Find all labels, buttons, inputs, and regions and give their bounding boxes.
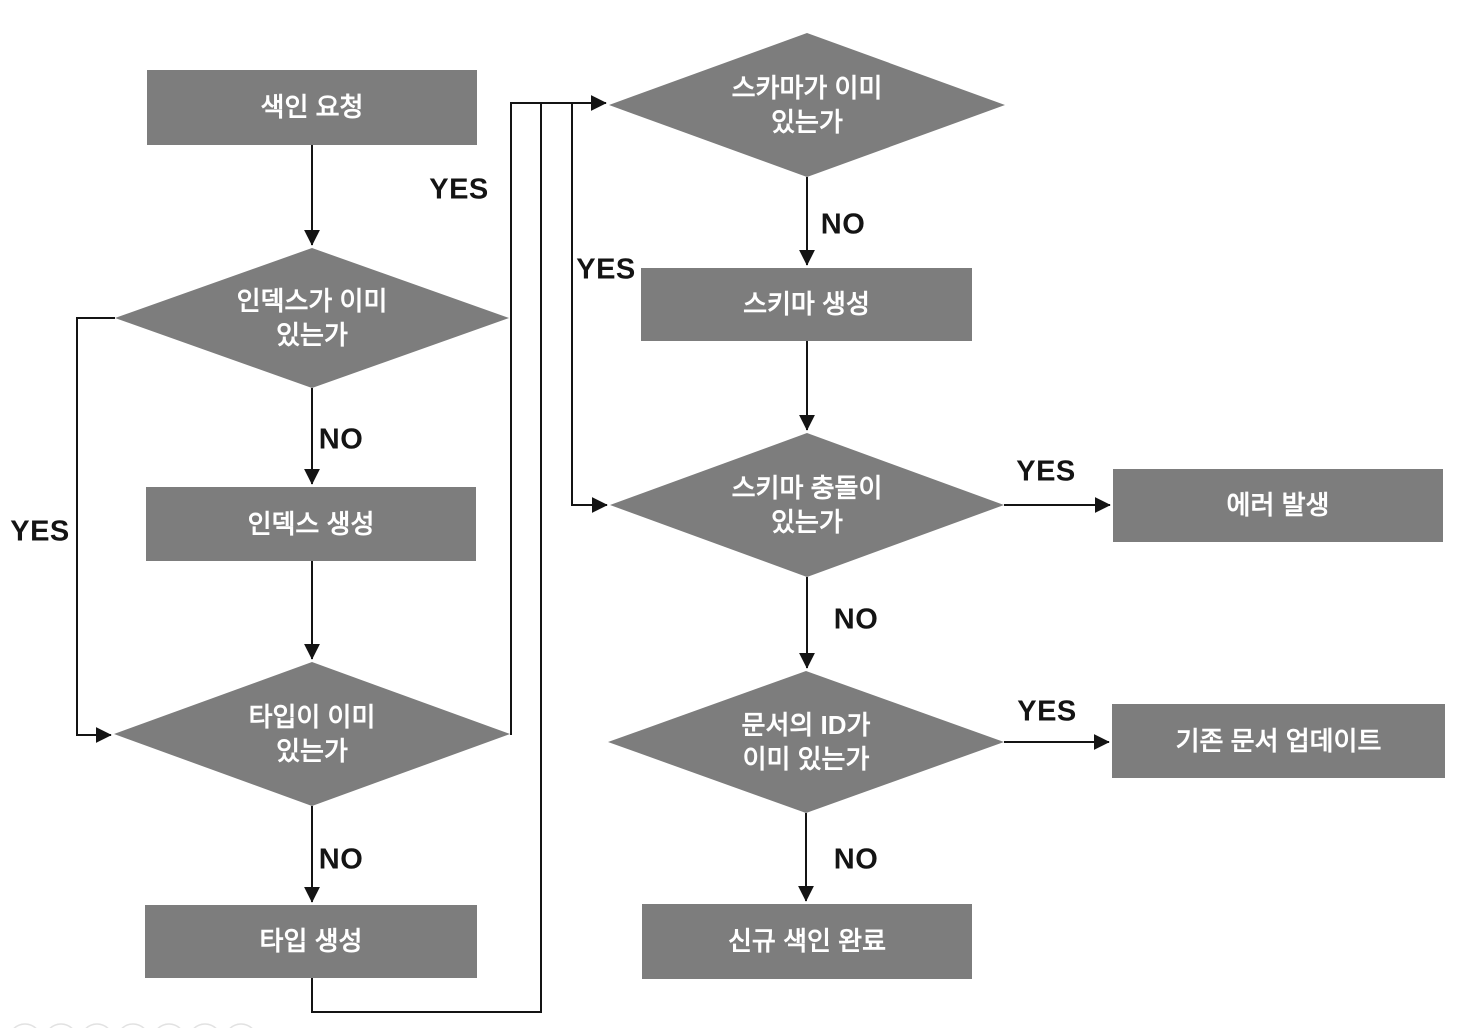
- edge-label-type-exists-no: NO: [318, 843, 364, 876]
- node-new-index-complete-label: 신규 색인 완료: [728, 926, 886, 957]
- node-index-exists-label: 인덱스가 이미 있는가: [236, 285, 388, 350]
- node-type-exists-label: 타입이 이미 있는가: [248, 701, 376, 766]
- node-update-existing-doc-label: 기존 문서 업데이트: [1175, 725, 1382, 756]
- node-create-index-label: 인덱스 생성: [247, 508, 375, 539]
- edge-label-schema-exists-no: NO: [820, 208, 866, 241]
- node-create-index: 인덱스 생성: [146, 487, 476, 561]
- node-update-existing-doc: 기존 문서 업데이트: [1112, 704, 1445, 778]
- edge-label-schema-exists-yes: YES: [576, 253, 636, 286]
- node-new-index-complete: 신규 색인 완료: [642, 904, 972, 979]
- edge-label-schema-conflict-no: NO: [833, 603, 879, 636]
- edge-label-doc-id-exists-yes: YES: [1017, 695, 1077, 728]
- edge-label-index-exists-no: NO: [318, 423, 364, 456]
- node-doc-id-exists-label: 문서의 ID가 이미 있는가: [741, 709, 871, 774]
- node-error-occurred: 에러 발생: [1113, 469, 1443, 542]
- watermark-circles: [13, 1023, 253, 1028]
- node-error-occurred-label: 에러 발생: [1226, 490, 1330, 521]
- node-create-type-label: 타입 생성: [259, 926, 363, 957]
- node-create-type: 타입 생성: [145, 905, 477, 978]
- node-schema-exists-label: 스카마가 이미 있는가: [731, 72, 883, 137]
- node-create-schema-label: 스키마 생성: [743, 289, 870, 320]
- node-create-schema: 스키마 생성: [641, 268, 972, 341]
- node-index-request-label: 색인 요청: [260, 92, 364, 123]
- edge-label-type-exists-yes: YES: [429, 173, 489, 206]
- node-index-request: 색인 요청: [147, 70, 477, 145]
- edge-label-schema-conflict-yes: YES: [1016, 455, 1076, 488]
- edge-label-index-exists-yes: YES: [10, 515, 70, 548]
- node-schema-conflict-label: 스키마 충돌이 있는가: [731, 472, 883, 537]
- edge-label-doc-id-exists-no: NO: [833, 843, 879, 876]
